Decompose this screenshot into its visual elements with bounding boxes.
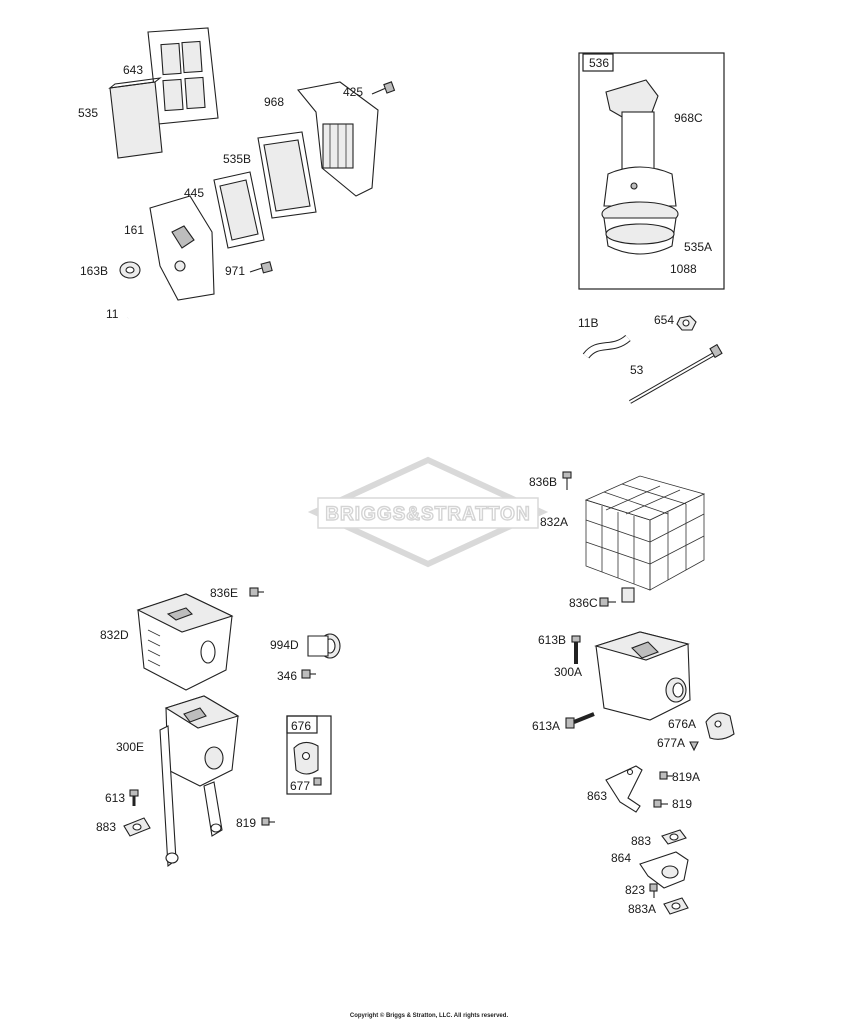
- part-968C-intake-cap: [605, 79, 659, 173]
- part-676A-deflector: [705, 712, 735, 740]
- label-613B: 613B: [538, 633, 566, 647]
- part-346-screw: [301, 669, 316, 679]
- part-643-filter-cover: [147, 27, 219, 125]
- label-445: 445: [184, 186, 204, 200]
- label-613: 613: [105, 791, 125, 805]
- label-968: 968: [264, 95, 284, 109]
- part-161-base: [149, 195, 215, 301]
- part-535B-paper-element: [257, 131, 317, 219]
- part-836E-screw: [249, 587, 264, 597]
- part-11-breather-tube: [125, 281, 170, 319]
- label-163B: 163B: [80, 264, 108, 278]
- part-819-screw-left: [261, 817, 275, 826]
- label-676A: 676A: [668, 717, 696, 731]
- label-613A: 613A: [532, 719, 560, 733]
- part-535-foam-filter: [108, 77, 163, 159]
- label-677A: 677A: [657, 736, 685, 750]
- label-832D: 832D: [100, 628, 129, 642]
- watermark-text: BRIGGS&STRATTON: [325, 504, 530, 525]
- part-994D-spark-arrestor: [307, 633, 341, 659]
- label-535B: 535B: [223, 152, 251, 166]
- part-677A-screw: [689, 741, 699, 752]
- label-863: 863: [587, 789, 607, 803]
- label-819-right: 819: [672, 797, 692, 811]
- part-823-screw: [649, 883, 658, 898]
- part-883-gasket-right: [661, 829, 687, 845]
- part-654-nut: [676, 315, 697, 331]
- part-968-air-cleaner-cover: [296, 81, 379, 197]
- part-677-screw: [313, 777, 322, 786]
- part-53-stud: [629, 343, 723, 404]
- part-163B-gasket: [119, 261, 141, 279]
- part-883-gasket-left: [123, 817, 151, 837]
- label-864: 864: [611, 851, 631, 865]
- label-535A: 535A: [684, 240, 712, 254]
- label-823: 823: [625, 883, 645, 897]
- brand-watermark: BRIGGS&STRATTON: [307, 456, 549, 568]
- label-836C: 836C: [569, 596, 598, 610]
- part-836C-screw: [599, 597, 616, 607]
- label-654: 654: [654, 313, 674, 327]
- part-676-deflector-left: [293, 741, 319, 775]
- part-832D-heat-shield: [136, 593, 234, 691]
- label-643: 643: [123, 63, 143, 77]
- label-883A: 883A: [628, 902, 656, 916]
- part-613A-bolt: [565, 712, 595, 729]
- part-836B-screw: [562, 471, 572, 490]
- part-971-screw: [249, 261, 273, 274]
- part-819-screw-right: [653, 799, 668, 808]
- part-613-screw-left: [129, 789, 139, 806]
- kit-536-box: [578, 52, 725, 290]
- kit-536-tag: [582, 53, 614, 72]
- part-300E-muffler: [159, 695, 240, 868]
- part-863-bracket: [605, 765, 643, 813]
- label-677: 677: [290, 779, 310, 793]
- part-864-exhaust-flange: [639, 851, 689, 889]
- label-425: 425: [343, 85, 363, 99]
- kit-676-tag: [286, 715, 318, 734]
- label-535: 535: [78, 106, 98, 120]
- label-994D: 994D: [270, 638, 299, 652]
- label-836B: 836B: [529, 475, 557, 489]
- part-819A-screw: [659, 771, 673, 780]
- label-832A: 832A: [540, 515, 568, 529]
- label-676: 676: [291, 719, 311, 733]
- label-11: 11: [106, 307, 119, 321]
- label-1088: 1088: [670, 262, 697, 276]
- label-819A: 819A: [672, 770, 700, 784]
- label-971: 971: [225, 264, 245, 278]
- label-53: 53: [630, 363, 644, 377]
- callout-labels: 643 535 968 425 535B 445 161 163B 971 11…: [78, 56, 712, 916]
- part-832A-wire-guard: [584, 475, 706, 603]
- label-346: 346: [277, 669, 297, 683]
- label-883-right: 883: [631, 834, 651, 848]
- label-836E: 836E: [210, 586, 238, 600]
- label-883-left: 883: [96, 820, 116, 834]
- label-819-left: 819: [236, 816, 256, 830]
- label-968C: 968C: [674, 111, 703, 125]
- part-1088-canister: [601, 166, 679, 255]
- part-613B-bolt: [571, 635, 581, 664]
- part-425-screw: [371, 81, 396, 95]
- label-11B: 11B: [578, 316, 598, 330]
- copyright-notice: Copyright © Briggs & Stratton, LLC. All …: [349, 1013, 509, 1019]
- part-883A-gasket: [663, 897, 689, 915]
- label-300E: 300E: [116, 740, 144, 754]
- part-445-pre-cleaner: [213, 171, 265, 249]
- label-300A: 300A: [554, 665, 582, 679]
- label-536: 536: [589, 56, 609, 70]
- label-161: 161: [124, 223, 144, 237]
- part-11B-tube: [582, 334, 631, 359]
- part-300A-muffler: [594, 631, 691, 721]
